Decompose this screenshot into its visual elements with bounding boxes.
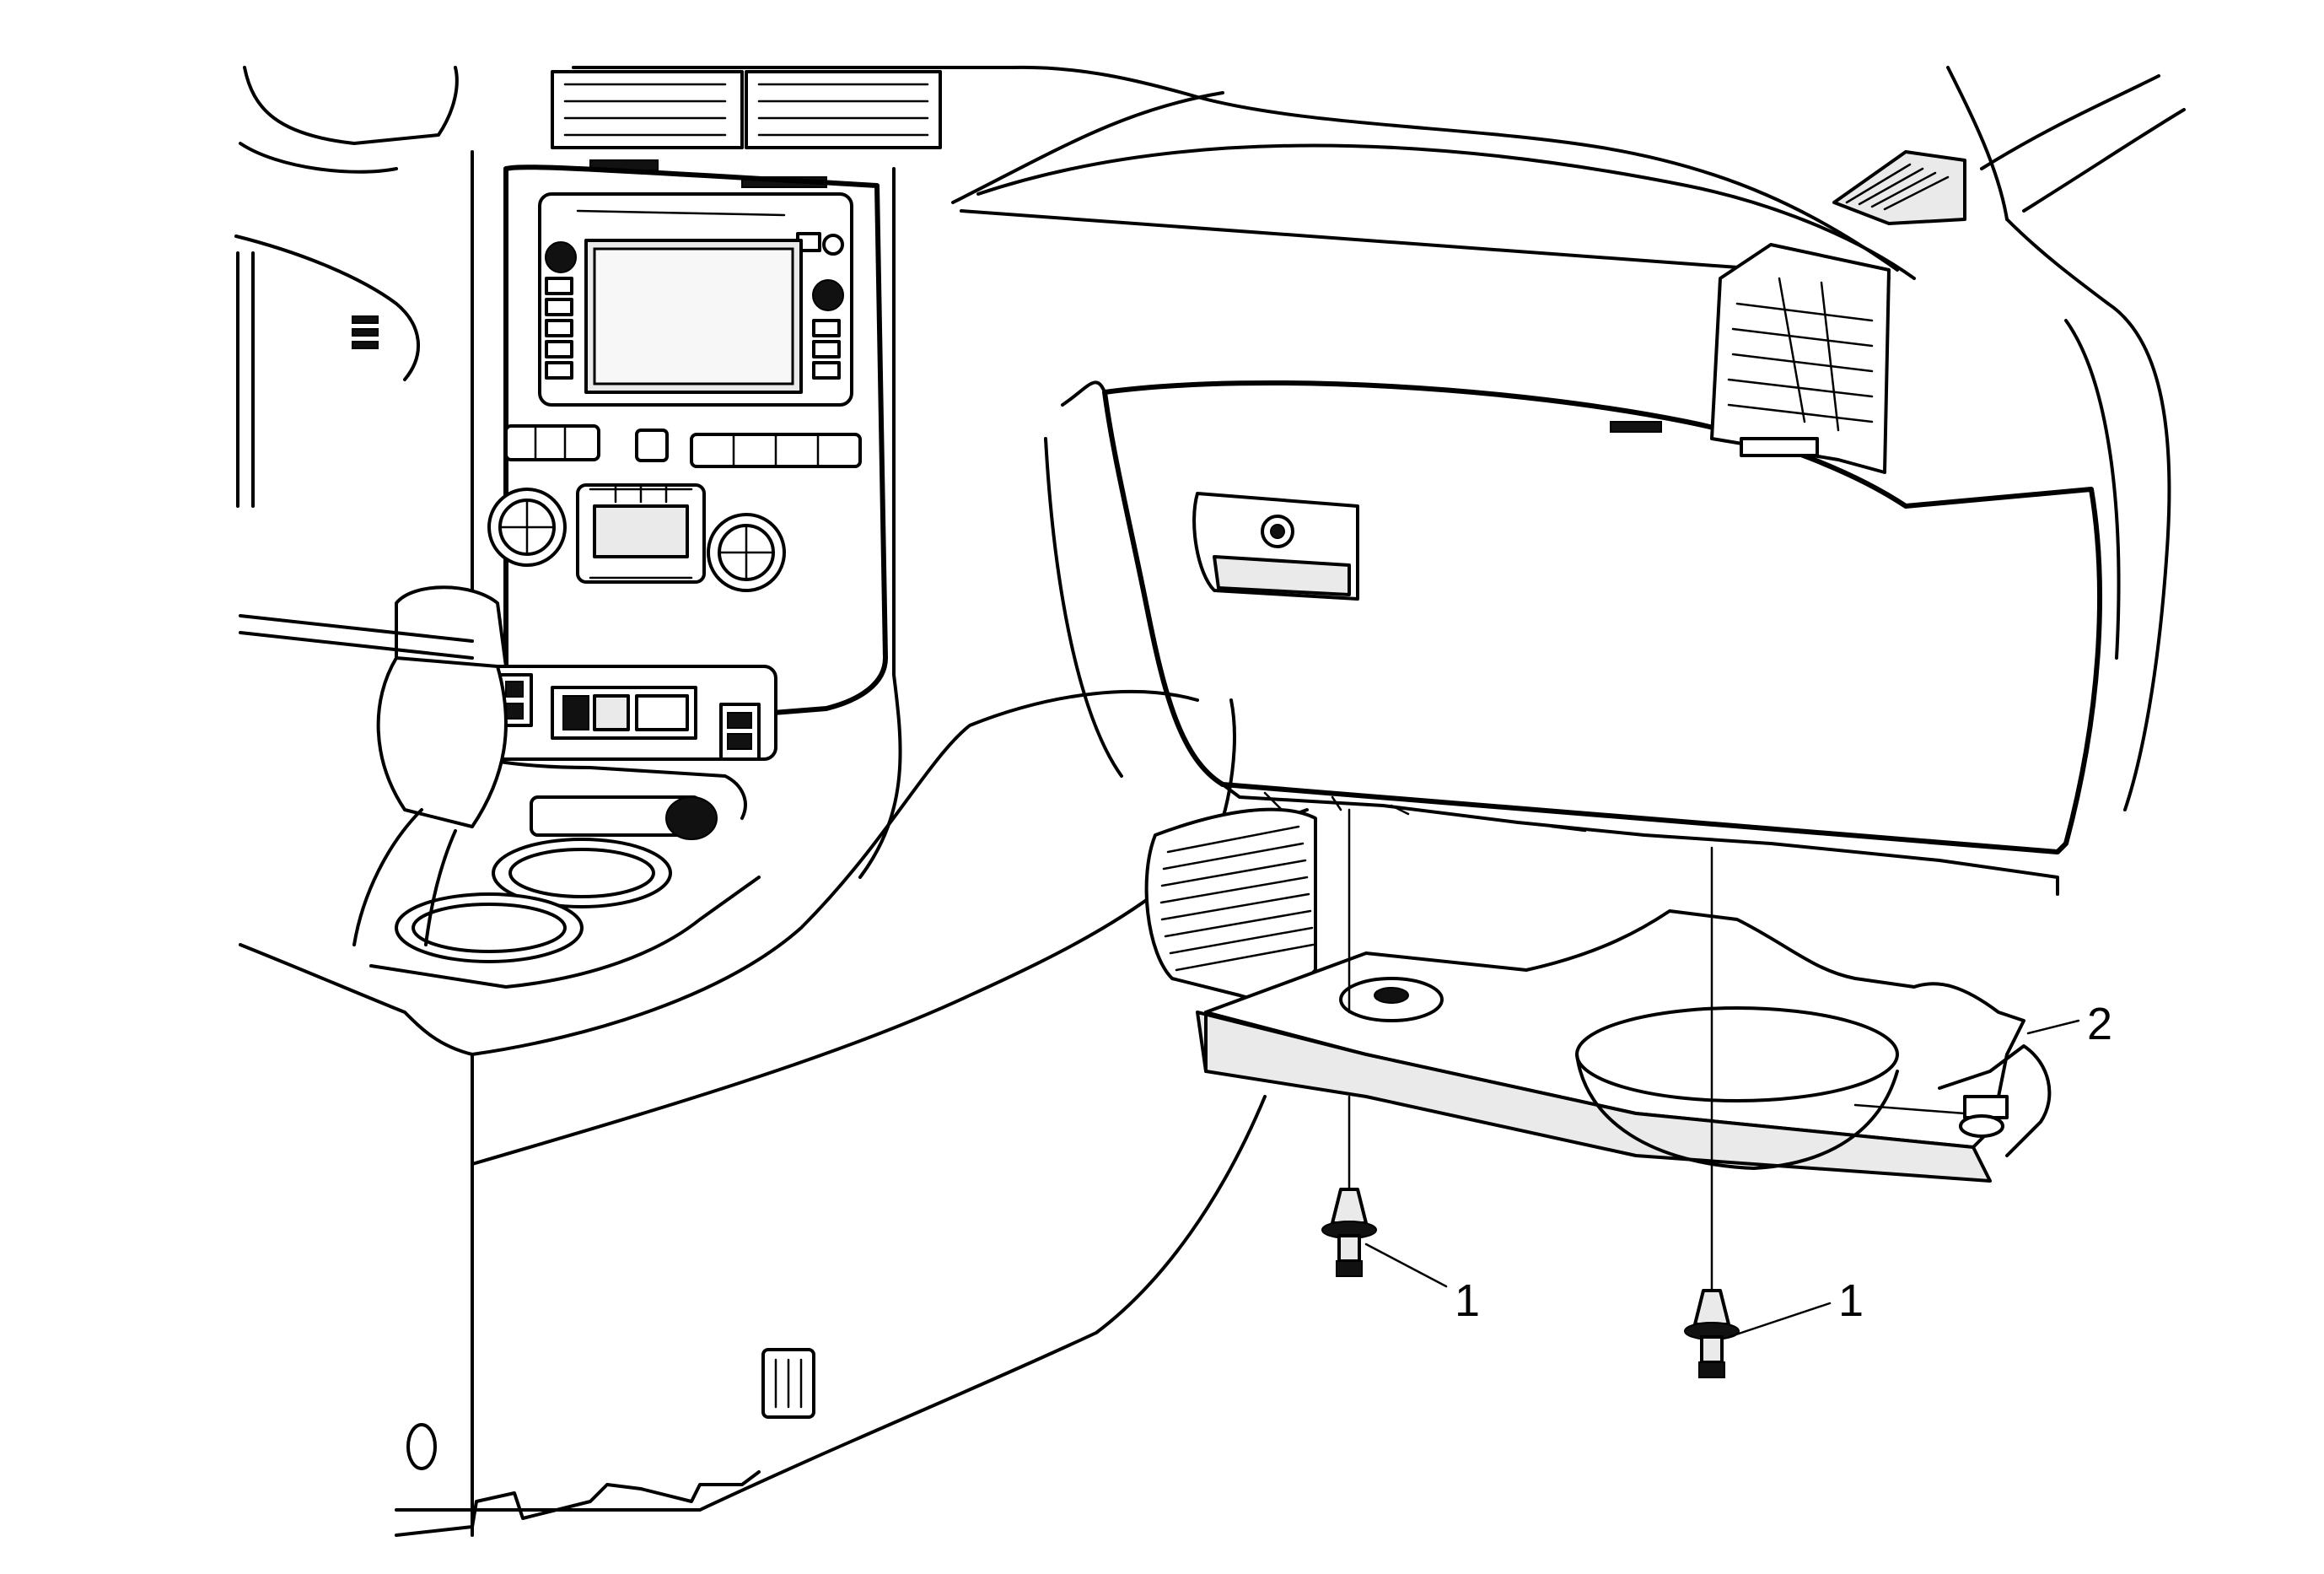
fastener-right [1684, 846, 1740, 1378]
radio-left-buttons [545, 277, 573, 380]
fastener-left [1321, 808, 1377, 1277]
navigation-radio [538, 192, 853, 407]
callout-2: 2 [2026, 999, 2112, 1049]
insulator-panel [1196, 909, 2052, 1183]
climate-controls [487, 483, 786, 592]
airbag-label [1610, 421, 1662, 433]
console-cupholders [369, 749, 761, 989]
gear-shifter [352, 585, 508, 946]
left-side-vent [352, 315, 379, 349]
callout-1-right: 1 [1727, 1275, 1864, 1339]
glove-box [1044, 243, 2102, 896]
callout-1-left: 1 [1364, 1242, 1480, 1326]
console-side-vent [761, 1348, 815, 1419]
svg-text:2: 2 [2087, 999, 2112, 1049]
right-dash-vent [1710, 243, 1891, 474]
radio-right-buttons [812, 319, 841, 380]
svg-text:1: 1 [1838, 1275, 1864, 1326]
center-stack [352, 70, 942, 989]
console-side-panel [239, 614, 1309, 1537]
floor-duct [1144, 807, 1317, 1000]
dash-upper-structure [234, 65, 2186, 811]
lower-stack-controls [479, 665, 777, 761]
svg-text:1: 1 [1455, 1275, 1480, 1326]
right-corner-vent [1832, 150, 1966, 225]
glove-box-latch [1192, 492, 1359, 601]
hvac-button-row [504, 424, 862, 468]
